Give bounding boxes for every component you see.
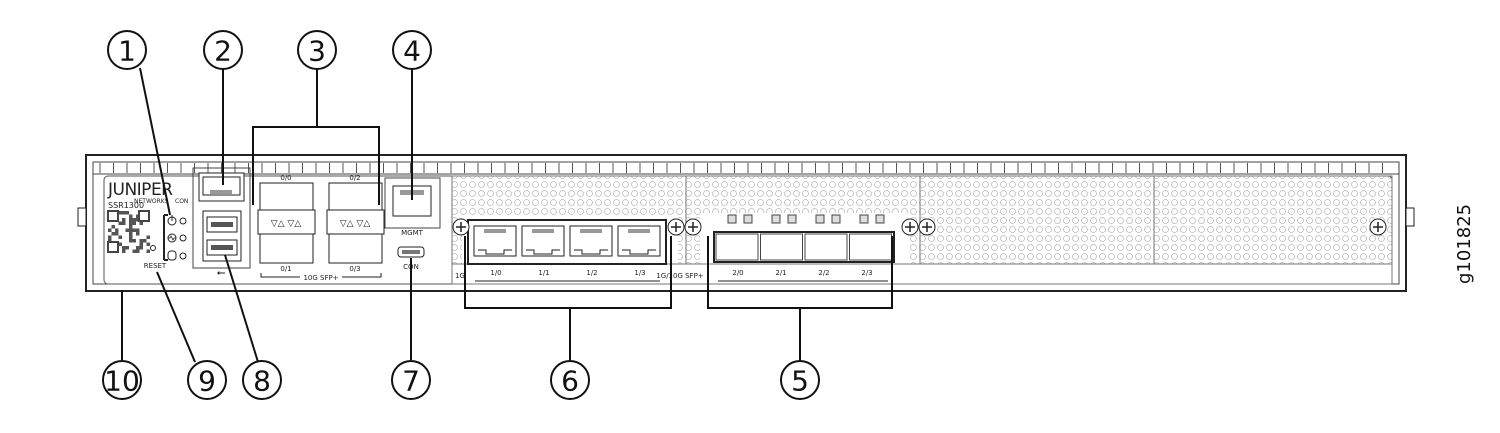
qr-code: [107, 210, 150, 253]
callout-4: 4: [392, 30, 432, 70]
mgmt-label: MGMT: [401, 229, 424, 237]
svg-text:7: 7: [402, 365, 420, 398]
svg-text:▽△ ▽△: ▽△ ▽△: [340, 219, 371, 229]
brand-logo: JUNIPER: [107, 180, 173, 200]
con-top-label: CON: [175, 198, 188, 205]
svg-text:5: 5: [791, 365, 809, 398]
port-label: 2/2: [818, 269, 829, 277]
sfp2-port[interactable]: [849, 233, 892, 261]
port-led: [787, 214, 797, 224]
svg-text:▽△ ▽△: ▽△ ▽△: [271, 219, 302, 229]
status-icon: [167, 233, 177, 243]
svg-text:2: 2: [214, 35, 232, 68]
svg-text:1: 1: [118, 35, 136, 68]
status-led: [179, 234, 187, 242]
port-label: 1/1: [538, 269, 549, 277]
port-label: 2/3: [861, 269, 872, 277]
sfp-group-label: 10G SFP+: [303, 274, 338, 282]
port-label: 2/1: [775, 269, 786, 277]
callout-9: 9: [187, 360, 227, 400]
rj45-port[interactable]: [473, 225, 517, 257]
sfp2-port[interactable]: [715, 233, 759, 261]
port-label: 0/0: [280, 174, 291, 182]
rj45-port[interactable]: [569, 225, 613, 257]
sfp2-port[interactable]: [760, 233, 803, 261]
reset-label: RESET: [144, 262, 167, 270]
svg-text:4: 4: [403, 35, 421, 68]
port-label: 0/1: [280, 265, 291, 273]
status-leds: [163, 214, 187, 261]
port-led: [875, 214, 885, 224]
svg-text:6: 6: [561, 365, 579, 398]
svg-text:8: 8: [253, 365, 271, 398]
port-led: [815, 214, 825, 224]
port-led: [859, 214, 869, 224]
port-led: [831, 214, 841, 224]
sfp2-ports[interactable]: [713, 214, 895, 263]
sfp2-port[interactable]: [804, 233, 848, 261]
sfp-cage-1[interactable]: ▽△ ▽△: [326, 182, 385, 264]
screws: [452, 218, 1387, 236]
top-vent-slots: [99, 163, 1383, 173]
storage-icon: [167, 250, 177, 261]
leader-lines: [121, 67, 893, 363]
port-label: 0/2: [349, 174, 360, 182]
power-icon: [167, 215, 177, 226]
callout-7: 7: [391, 360, 431, 400]
figure-id: g101825: [1454, 204, 1475, 284]
rj45-port[interactable]: [617, 225, 661, 257]
rj45-ports[interactable]: [467, 219, 667, 265]
usb-icon: ⭠: [217, 266, 226, 279]
port-led: [771, 214, 781, 224]
port-label: 0/3: [349, 265, 360, 273]
model-label: SSR1300: [108, 201, 144, 210]
svg-text:9: 9: [198, 365, 216, 398]
rj45-port[interactable]: [521, 225, 565, 257]
storage-led: [179, 252, 187, 260]
port-led: [743, 214, 753, 224]
callout-6: 6: [550, 360, 590, 400]
callout-8: 8: [242, 360, 282, 400]
usb-ports[interactable]: [202, 210, 242, 262]
callout-2: 2: [203, 30, 243, 70]
port-label: 1/3: [634, 269, 645, 277]
callout-1: 1: [107, 30, 147, 70]
port-label: 1/0: [490, 269, 501, 277]
sfp-cage-0[interactable]: ▽△ ▽△: [257, 182, 316, 264]
brand-subtitle: NETWORKS: [134, 198, 169, 205]
power-led: [179, 217, 187, 225]
mini-usb-console-port[interactable]: [397, 246, 425, 258]
console-rj45-port[interactable]: [198, 172, 245, 202]
callout-3: 3: [297, 30, 337, 70]
sfp2-group-label: 1G/10G SFP+: [656, 272, 703, 280]
port-label: 1/2: [586, 269, 597, 277]
callout-5: 5: [780, 360, 820, 400]
rj45-group-label: 1G: [455, 272, 465, 280]
port-label: 2/0: [732, 269, 743, 277]
callout-10: 10: [102, 360, 142, 400]
svg-text:10: 10: [104, 365, 140, 398]
port-led: [727, 214, 737, 224]
svg-text:3: 3: [308, 35, 326, 68]
reset-button[interactable]: [150, 245, 156, 251]
